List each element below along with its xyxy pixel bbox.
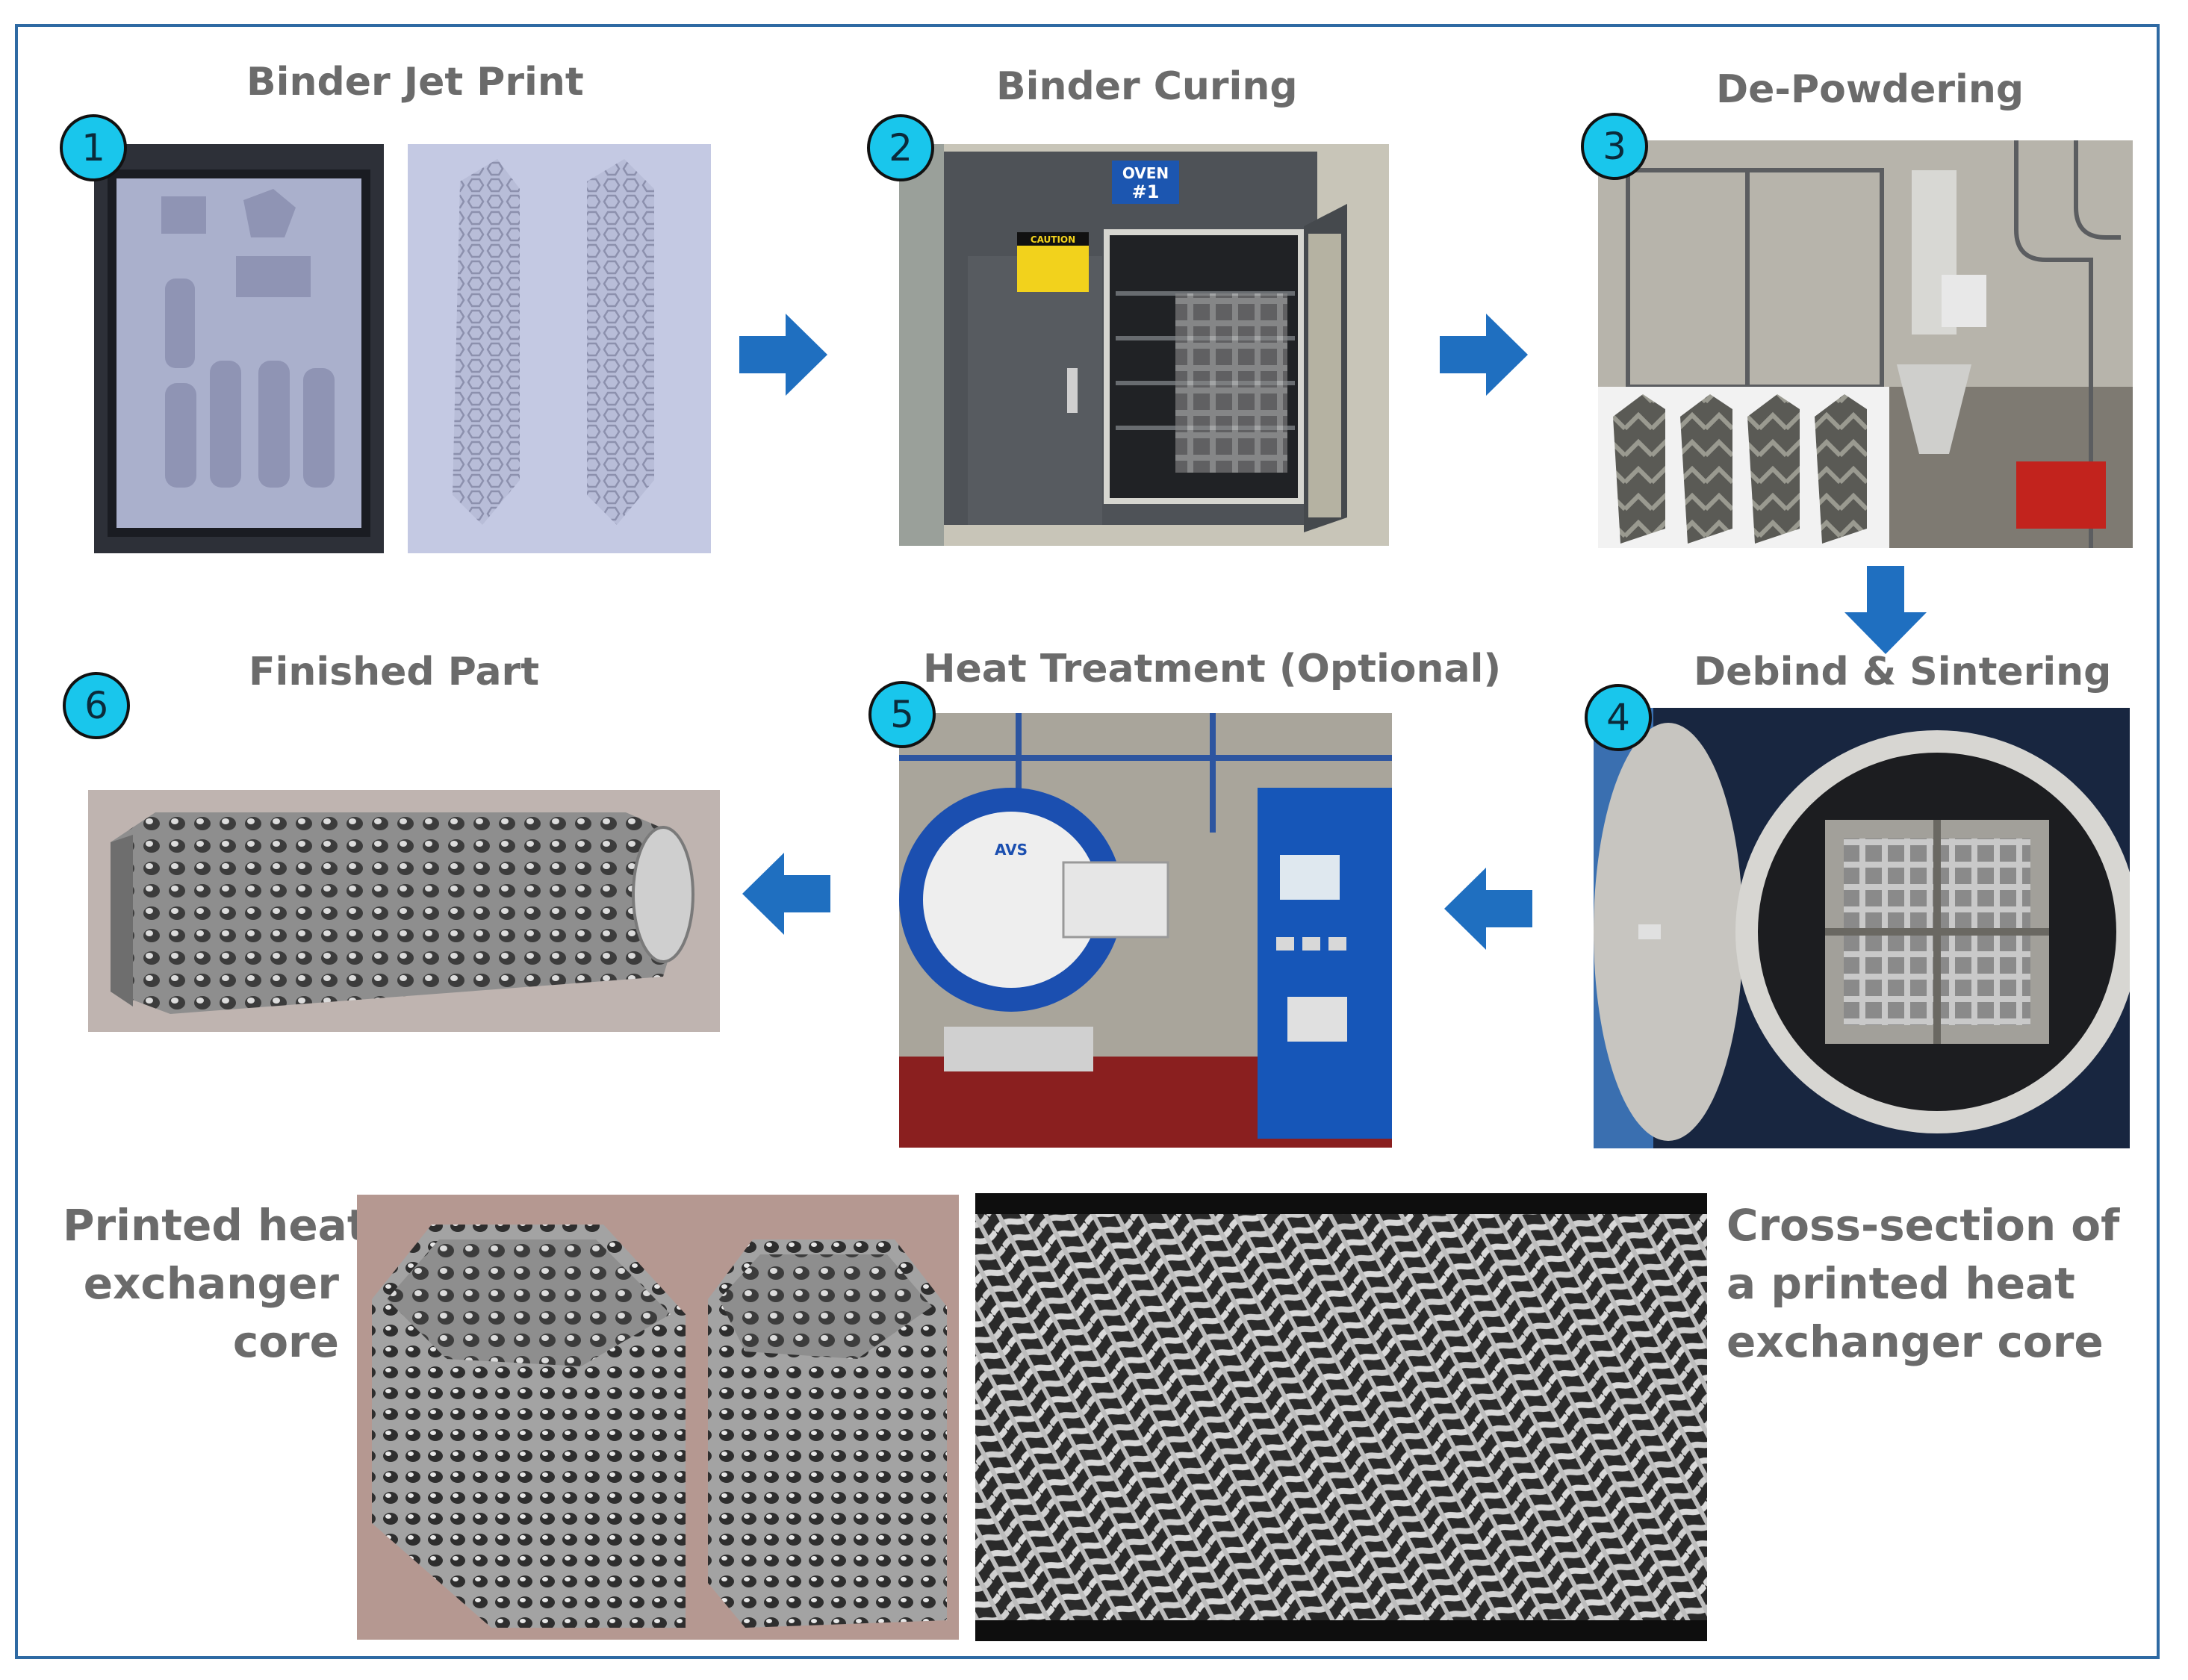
depowdering-station-photo [1598, 140, 2133, 548]
finished-part-photo [88, 790, 720, 1032]
step-6-title: Finished Part [249, 650, 540, 694]
sintering-furnace-photo [1594, 708, 2130, 1148]
furnace-logo: AVS [995, 841, 1028, 859]
oven-sign-line2: #1 [1132, 181, 1160, 202]
cross-section-caption-line-1: Cross-section of [1727, 1200, 2120, 1251]
step-3-title: De-Powdering [1716, 67, 2024, 112]
printed-core-caption-line-3: core [232, 1316, 339, 1367]
cross-section-ct-photo [975, 1193, 1707, 1641]
print-bed-photo [94, 144, 384, 553]
step-1-badge: 1 [60, 114, 127, 181]
arrow-right-2-to-3 [1440, 314, 1528, 396]
step-3-badge: 3 [1581, 113, 1648, 180]
step-4-title: Debind & Sintering [1694, 650, 2112, 694]
printed-core-caption-line-1: Printed heat [63, 1200, 368, 1251]
arrow-right-1-to-2 [739, 314, 827, 396]
step-4-badge: 4 [1585, 684, 1652, 751]
cross-section-caption: Cross-section of a printed heat exchange… [1727, 1196, 2145, 1371]
heat-treatment-furnace-photo: AVS [899, 713, 1392, 1148]
arrow-left-4-to-5 [1444, 868, 1532, 950]
step-5-badge: 5 [868, 681, 936, 748]
printed-cores-photo [357, 1195, 959, 1640]
printed-parts-photo [408, 144, 711, 553]
oven-photo: OVEN #1 CAUTION [899, 144, 1389, 546]
step-2-badge: 2 [867, 114, 934, 181]
step-2-title: Binder Curing [996, 64, 1298, 109]
oven-sign-line1: OVEN [1122, 164, 1169, 182]
cross-section-caption-line-2: a printed heat [1727, 1258, 2075, 1309]
step-5-title: Heat Treatment (Optional) [923, 647, 1502, 691]
cross-section-caption-line-3: exchanger core [1727, 1316, 2104, 1367]
step-1-title: Binder Jet Print [246, 60, 584, 105]
arrow-left-5-to-6 [742, 853, 830, 935]
step-6-badge: 6 [63, 672, 130, 739]
printed-core-caption: Printed heat exchanger core [63, 1196, 368, 1371]
caution-sign: CAUTION [1031, 234, 1075, 245]
printed-core-caption-line-2: exchanger [83, 1258, 339, 1309]
arrow-down-3-to-4 [1844, 566, 1927, 654]
